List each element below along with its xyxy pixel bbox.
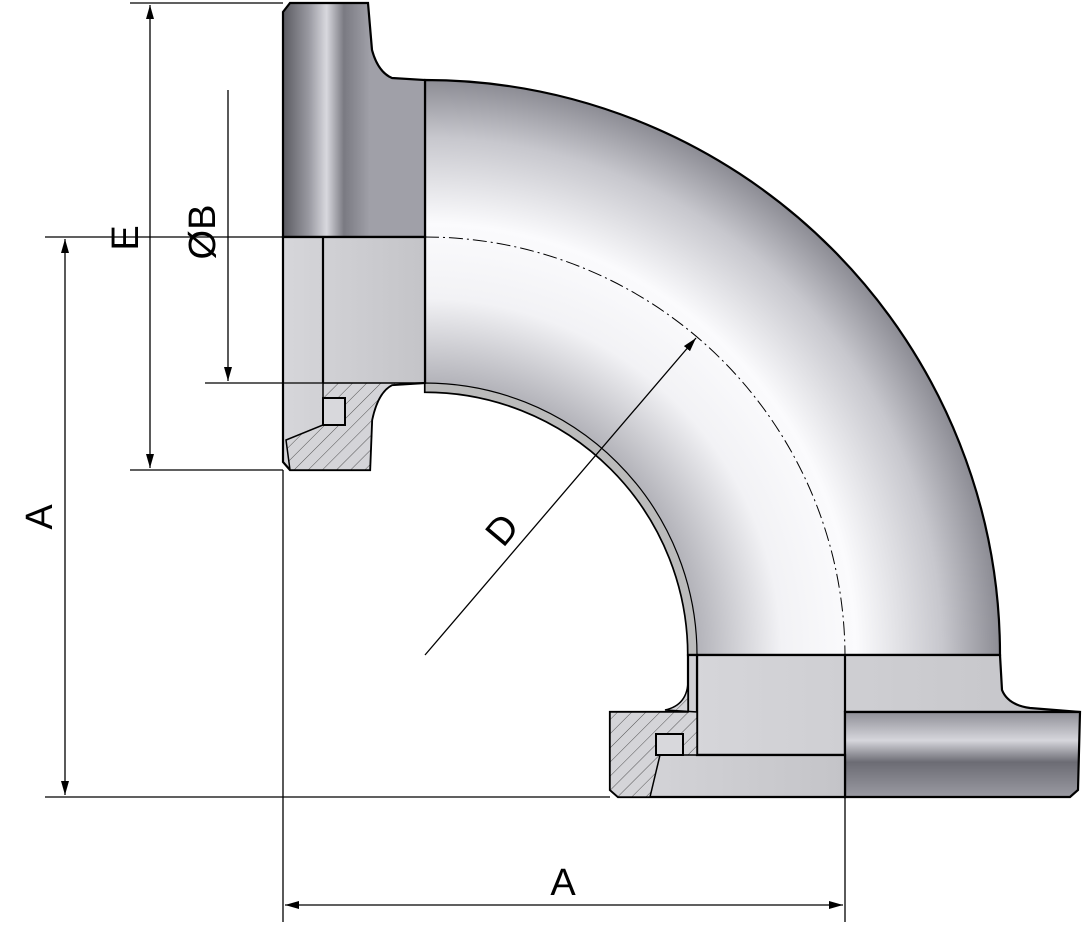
extension-lines xyxy=(45,2,846,922)
label-B: ØB xyxy=(182,205,224,260)
top-flange xyxy=(281,1,427,239)
centerline-arc xyxy=(424,236,846,656)
bottom-flange xyxy=(843,710,1082,799)
label-A-horizontal: A xyxy=(550,862,576,904)
label-E: E xyxy=(105,225,147,250)
bottom-flange-hatch xyxy=(609,679,698,798)
label-A-vertical: A xyxy=(19,504,61,530)
dimension-D xyxy=(424,337,697,656)
bottom-gasket-groove xyxy=(655,733,684,756)
top-gasket-groove xyxy=(322,397,346,426)
top-flange-hatch xyxy=(285,382,426,471)
label-D: D xyxy=(478,506,528,554)
elbow-tube xyxy=(423,78,1002,657)
